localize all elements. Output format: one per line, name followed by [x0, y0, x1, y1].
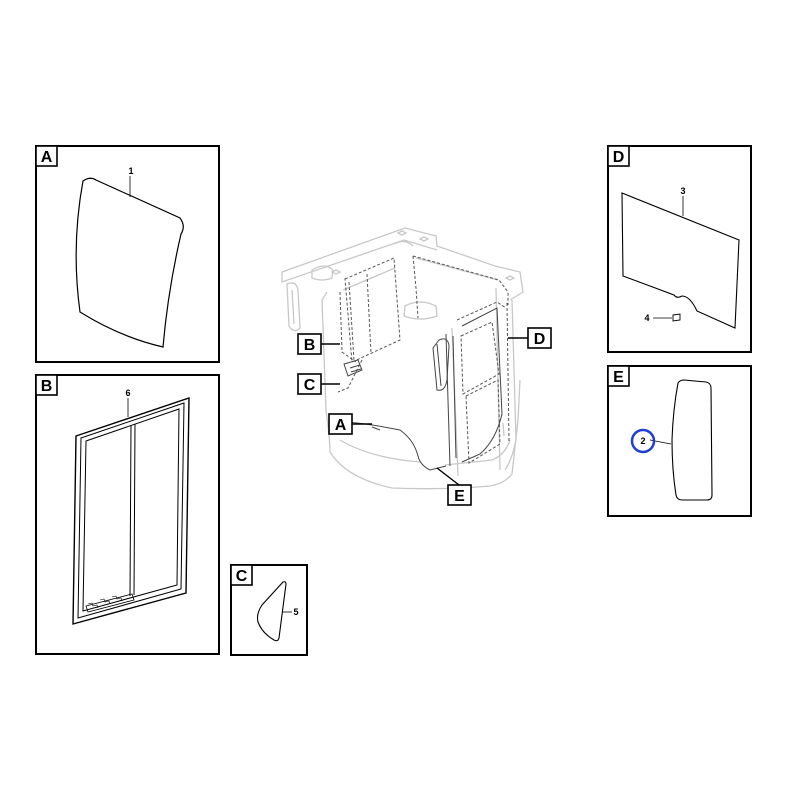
part-number-6: 6: [125, 388, 130, 398]
rear-window-glass: [621, 192, 740, 329]
part-number-3: 3: [680, 186, 685, 196]
detail-panel-c: C 5: [230, 564, 308, 656]
cab-callout-d: D: [508, 327, 552, 349]
detail-panel-e: E 2: [607, 365, 752, 517]
cab-glass-dashed-outlines: [337, 255, 510, 464]
part-2-highlight-ring: [630, 428, 656, 454]
cab-illustration: B C A D E: [281, 227, 552, 506]
cab-callout-c: C: [297, 373, 340, 395]
part-number-1: 1: [128, 166, 133, 176]
cab-body-outline: [281, 227, 524, 490]
panel-a-tag-box: [35, 145, 58, 167]
panel-a-tag: A: [41, 149, 53, 166]
panel-e-tag-box: [607, 365, 630, 387]
svg-text:D: D: [534, 331, 546, 348]
side-window-glass: [671, 379, 713, 501]
svg-text:C: C: [304, 377, 316, 394]
cab-frame-lines: [339, 307, 503, 471]
panel-e-tag: E: [613, 369, 624, 386]
corner-quarter-glass: [256, 581, 287, 642]
door-glass-frame: [72, 397, 190, 625]
panel-b-tag: B: [41, 378, 53, 395]
panel-d-tag-box: [607, 145, 630, 167]
cab-callout-a: A: [328, 413, 372, 435]
part-number-5: 5: [293, 607, 298, 617]
svg-text:B: B: [304, 337, 316, 354]
front-windshield-glass: [75, 177, 184, 348]
small-seal-piece: [672, 313, 681, 322]
panel-c-tag: C: [236, 568, 248, 585]
detail-panel-d: D 3 4: [607, 145, 752, 353]
detail-panel-a: A 1: [35, 145, 220, 363]
svg-text:A: A: [335, 417, 347, 434]
cab-callout-b: B: [297, 333, 340, 355]
part-number-4: 4: [644, 313, 649, 323]
cab-callout-e: E: [436, 467, 472, 506]
detail-panel-b: B 6: [35, 374, 220, 655]
panel-d-tag: D: [613, 149, 625, 166]
part-number-2: 2: [640, 436, 645, 446]
panel-b-tag-box: [35, 374, 58, 396]
svg-text:E: E: [454, 488, 465, 505]
panel-c-tag-box: [230, 564, 253, 586]
